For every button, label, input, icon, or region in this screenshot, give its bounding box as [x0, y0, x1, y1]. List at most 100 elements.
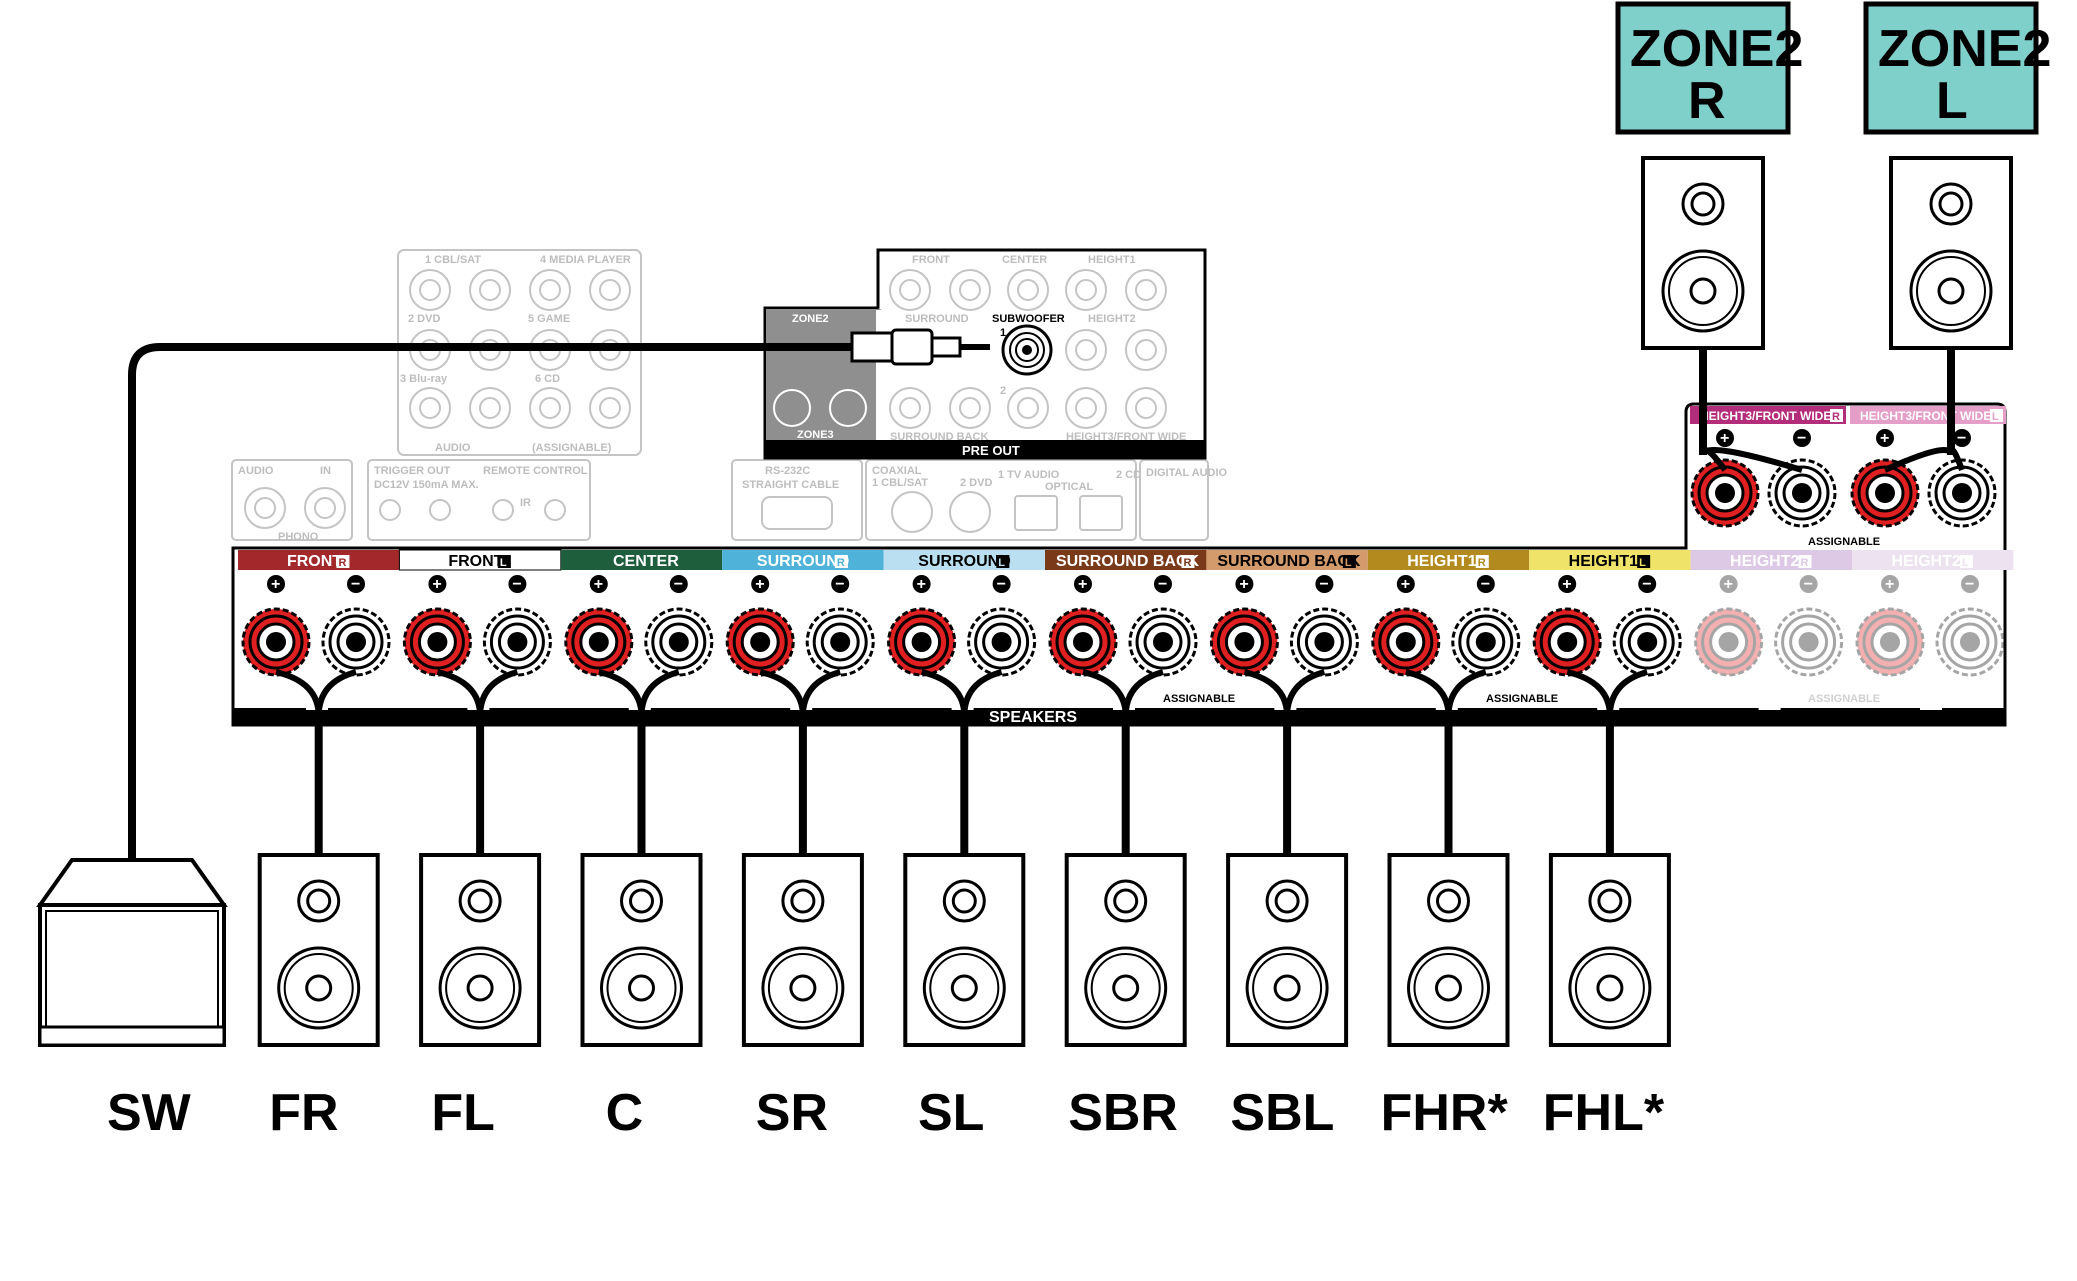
svg-text:SURROUND BACK: SURROUND BACK — [1056, 553, 1200, 570]
speaker-label-sbl: SBL — [1230, 1084, 1334, 1142]
terminal-negative-9[interactable] — [1774, 607, 1844, 677]
subwoofer-out-jack[interactable] — [1001, 324, 1053, 376]
terminal-negative-4[interactable] — [967, 607, 1037, 677]
assignable-label-height2: ASSIGNABLE — [1808, 693, 1880, 705]
terminal-negative-8[interactable] — [1612, 607, 1682, 677]
svg-text:−: − — [1481, 576, 1490, 593]
ghost-label-bluray: 3 Blu-ray — [400, 373, 448, 385]
svg-text:L: L — [1639, 557, 1646, 569]
speaker-label-sl: SL — [918, 1084, 984, 1142]
svg-text:+: + — [1239, 576, 1248, 593]
speaker-label-sw: SW — [107, 1084, 192, 1142]
svg-text:HEIGHT2: HEIGHT2 — [1730, 553, 1799, 570]
subwoofer-out-label: SUBWOOFER — [992, 313, 1065, 325]
ghost-label-assignable: (ASSIGNABLE) — [532, 442, 612, 454]
svg-text:+: + — [432, 576, 441, 593]
speaker-c — [580, 853, 703, 1047]
ghost-label-digital-audio: DIGITAL AUDIO — [1146, 467, 1228, 479]
svg-text:SURROUND: SURROUND — [757, 553, 849, 570]
ghost-label-ir: IR — [520, 497, 531, 509]
svg-text:−: − — [1957, 430, 1966, 447]
ghost-label-trigger-out: TRIGGER OUT — [374, 465, 451, 477]
terminal-negative-7[interactable] — [1451, 607, 1521, 677]
terminal-positive-0[interactable] — [241, 607, 311, 677]
terminal-positive-3[interactable] — [725, 607, 795, 677]
preout-zone3-label: ZONE3 — [797, 429, 834, 441]
pre-out-label: PRE OUT — [962, 443, 1020, 458]
ghost-receiver-panels: 1 CBL/SAT 4 MEDIA PLAYER 2 DVD 5 GAME 3 … — [231, 249, 1228, 543]
terminal-h3-positive-1[interactable] — [1850, 458, 1920, 528]
svg-text:HEIGHT2: HEIGHT2 — [1891, 553, 1960, 570]
terminal-h3-negative-1[interactable] — [1927, 458, 1997, 528]
subwoofer-out-2-label: 2 — [1000, 385, 1006, 397]
ghost-label-trigger-spec: DC12V 150mA MAX. — [374, 479, 479, 491]
terminal-h3-negative-0[interactable] — [1767, 458, 1837, 528]
ghost-label-straight-cable: STRAIGHT CABLE — [742, 479, 839, 491]
terminal-negative-6[interactable] — [1289, 607, 1359, 677]
terminal-negative-2[interactable] — [644, 607, 714, 677]
terminal-positive-4[interactable] — [887, 607, 957, 677]
pre-out-panel: PRE OUT ZONE2 ZONE3 FRONT CENTER HEIGHT1… — [763, 248, 1207, 460]
speaker-fhr — [1387, 853, 1510, 1047]
preout-front-label: FRONT — [912, 254, 950, 266]
terminal-positive-1[interactable] — [402, 607, 472, 677]
ghost-label-cd2: 2 CD — [1116, 469, 1141, 481]
svg-text:−: − — [512, 576, 521, 593]
svg-text:+: + — [1562, 576, 1571, 593]
ghost-label-tv-audio: 1 TV AUDIO — [998, 469, 1060, 481]
terminal-positive-8[interactable] — [1532, 607, 1602, 677]
zone2-speaker-r — [1641, 156, 1765, 350]
svg-text:SURROUND: SURROUND — [918, 553, 1010, 570]
svg-text:FRONT: FRONT — [448, 553, 503, 570]
preout-height1-label: HEIGHT1 — [1088, 254, 1136, 266]
terminal-negative-10[interactable] — [1935, 607, 2005, 677]
ghost-label-game: 5 GAME — [528, 313, 570, 325]
speaker-sl — [903, 853, 1026, 1047]
ghost-label-dvd2: 2 DVD — [960, 477, 992, 489]
subwoofer-out-1-label: 1 — [1000, 327, 1006, 339]
svg-text:+: + — [755, 576, 764, 593]
terminal-negative-1[interactable] — [482, 607, 552, 677]
svg-text:+: + — [1401, 576, 1410, 593]
svg-text:R: R — [1688, 72, 1726, 130]
svg-text:−: − — [1804, 576, 1813, 593]
svg-text:−: − — [1797, 430, 1806, 447]
terminal-positive-5[interactable] — [1048, 607, 1118, 677]
speaker-sbr — [1064, 853, 1187, 1047]
ghost-label-dvd: 2 DVD — [408, 313, 440, 325]
speakers-label: SPEAKERS — [989, 709, 1077, 726]
terminal-positive-2[interactable] — [564, 607, 634, 677]
svg-text:HEIGHT3/FRONT WIDE: HEIGHT3/FRONT WIDE — [1700, 409, 1831, 423]
svg-text:R: R — [338, 557, 346, 569]
speaker-label-sbr: SBR — [1068, 1084, 1178, 1142]
terminal-negative-5[interactable] — [1128, 607, 1198, 677]
svg-text:L: L — [1345, 557, 1352, 569]
subwoofer-speaker — [36, 858, 228, 1047]
ghost-label-remote-control: REMOTE CONTROL — [483, 465, 588, 477]
svg-text:+: + — [594, 576, 603, 593]
ghost-label-phono-in: IN — [320, 465, 331, 477]
terminal-positive-6[interactable] — [1209, 607, 1279, 677]
svg-text:+: + — [1880, 430, 1889, 447]
ghost-label-cbl-sat: 1 CBL/SAT — [425, 254, 481, 266]
svg-text:R: R — [1801, 557, 1809, 569]
terminal-h3-positive-0[interactable] — [1690, 458, 1760, 528]
svg-text:L: L — [1962, 557, 1969, 569]
terminal-negative-0[interactable] — [321, 607, 391, 677]
terminal-positive-10[interactable] — [1855, 607, 1925, 677]
assignable-label-sbr: ASSIGNABLE — [1163, 693, 1235, 705]
speaker-fr — [257, 853, 380, 1047]
speaker-sbl — [1226, 853, 1349, 1047]
svg-text:CENTER: CENTER — [613, 553, 679, 570]
speaker-terminal-board: SPEAKERS ASSIGNABLE ASSIGNABLE ASSIGNABL… — [231, 402, 2014, 727]
terminal-negative-3[interactable] — [805, 607, 875, 677]
terminal-positive-7[interactable] — [1371, 607, 1441, 677]
terminal-positive-9[interactable] — [1694, 607, 1764, 677]
